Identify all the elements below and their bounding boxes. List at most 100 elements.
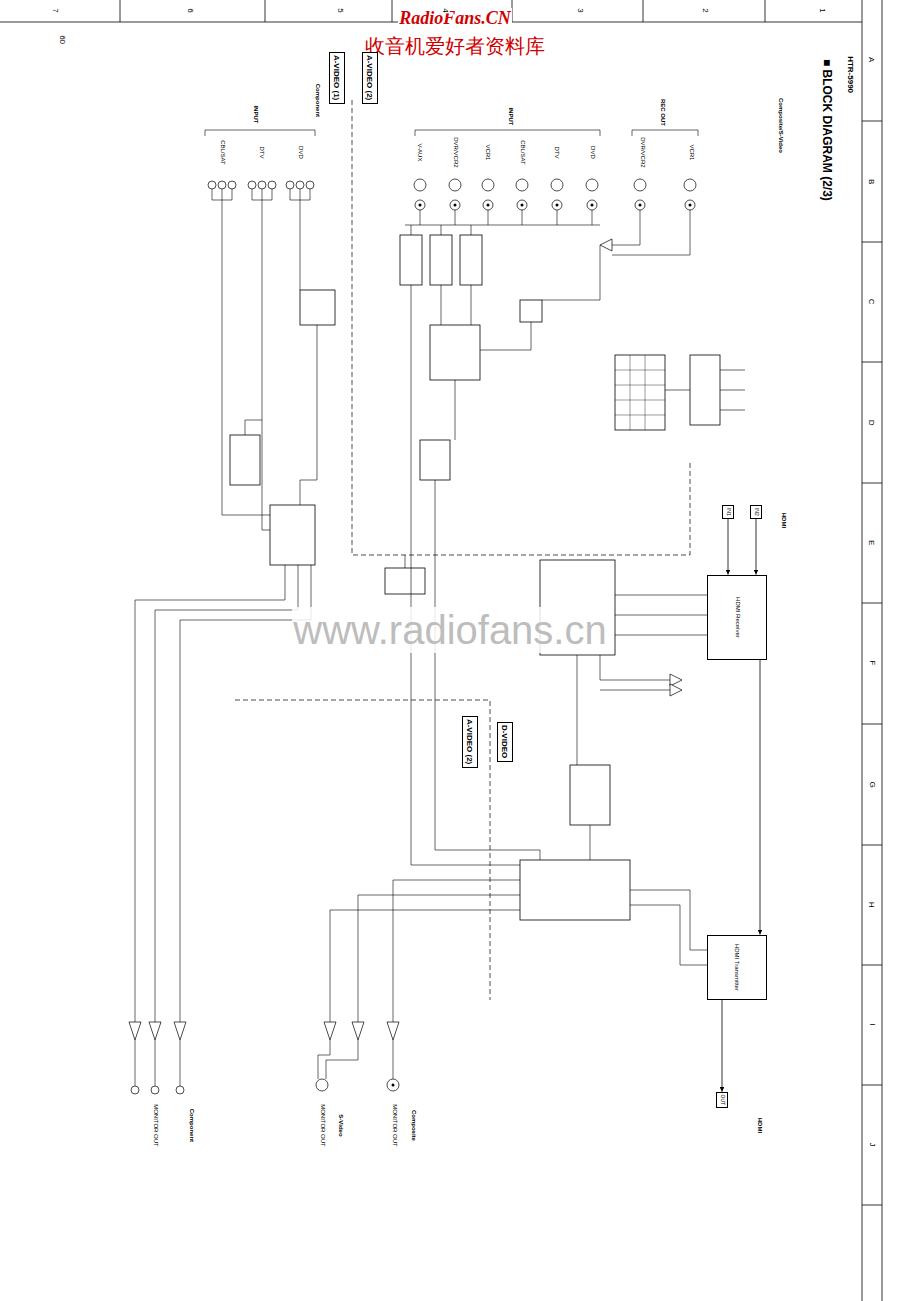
jack-pin [689, 204, 692, 207]
grid-ref: H [867, 901, 876, 909]
jack-symbol [450, 200, 460, 210]
grid-ref: E [867, 539, 876, 546]
grid-ref: G [867, 781, 876, 789]
jack-symbol [286, 181, 294, 189]
grid-ref: 2 [700, 8, 709, 14]
wire [612, 210, 690, 255]
jack-group-label: S-Video [337, 1113, 344, 1137]
jack-symbol [516, 179, 528, 191]
frame-line [862, 1205, 882, 1206]
jack-symbol [685, 200, 695, 210]
jack-symbol [634, 179, 646, 191]
frame-line [643, 0, 644, 22]
section-tag: A-VIDEO (2) [362, 52, 377, 103]
jack-pin [487, 204, 490, 207]
section-tag: D-VIDEO [497, 722, 512, 761]
ic-chip [520, 300, 542, 322]
buffer-amp [149, 1022, 161, 1040]
grid-ref: B [867, 178, 876, 185]
wire [326, 1040, 358, 1079]
frame-line [0, 0, 882, 1301]
wire [441, 225, 442, 235]
wire [318, 1040, 330, 1079]
frame-line [862, 242, 882, 243]
wire [577, 655, 578, 765]
jack-symbol [268, 181, 276, 189]
buffer-amp [387, 1022, 399, 1040]
wire [600, 690, 670, 691]
jack-label: MONITOR OUT [391, 1103, 398, 1148]
hdmi-connector: IN1 [722, 505, 734, 519]
grid-ref: 3 [575, 8, 584, 14]
jack-group-label: Composite [411, 1108, 418, 1141]
jack-symbol [635, 200, 645, 210]
region-border [235, 100, 690, 1000]
wire [310, 189, 311, 200]
ic-chip [300, 290, 335, 325]
ic-chip [270, 505, 315, 565]
wire [615, 595, 707, 596]
jack-symbol [248, 181, 256, 189]
watermark: www.radiofans.cn [292, 607, 607, 653]
jack-symbol [551, 179, 563, 191]
wire [222, 189, 223, 200]
jack-label: VCR1 [485, 143, 492, 161]
jack-symbol [684, 179, 696, 191]
frame-line [882, 0, 883, 1301]
ic-chip [570, 765, 610, 825]
jack-symbol [415, 200, 425, 210]
jack-symbol [517, 200, 527, 210]
jack-group-label: Component [189, 1107, 196, 1142]
jack-label: MONITOR OUT [152, 1103, 159, 1148]
wire [441, 285, 442, 325]
ic-chip [420, 440, 450, 480]
wire [232, 189, 233, 200]
jack-symbol [449, 179, 461, 191]
jack-symbol [482, 179, 494, 191]
wire [630, 890, 707, 950]
wire [480, 322, 531, 350]
jack-group-label: INPUT [508, 106, 515, 126]
wire [612, 210, 640, 245]
grid-ref: 5 [335, 8, 344, 14]
buffer-amp [129, 239, 682, 1040]
box-text: A-VIDEO (2) [365, 55, 374, 100]
wire [330, 910, 520, 1022]
wire [435, 480, 436, 560]
jack-label: DVR/VCR2 [639, 136, 646, 168]
grid-ref: A [867, 56, 876, 63]
grid-ref: 6 [185, 8, 194, 14]
wire [455, 380, 456, 440]
signal-connector [756, 519, 757, 575]
grid-ref: 1 [817, 8, 826, 14]
jack-symbol [414, 179, 426, 191]
wire [393, 880, 520, 1022]
hdmi-receiver-ic: HDMI Receiver [707, 575, 767, 660]
wire [557, 210, 558, 225]
region-border [352, 100, 690, 555]
hdmi-connector: IN2 [750, 505, 762, 519]
jack-pin [419, 204, 422, 207]
wire [411, 285, 412, 560]
section-subtitle: Composite/S-Video [777, 97, 784, 154]
table-grid [615, 400, 665, 401]
ic-chip [690, 355, 720, 425]
jack-symbol [176, 1086, 184, 1094]
ic-chip [400, 235, 422, 285]
region-border [235, 700, 490, 1000]
ic-chip [430, 325, 480, 380]
jack-pin [454, 204, 457, 207]
wire [405, 225, 600, 226]
wire [252, 189, 272, 200]
wire [300, 200, 301, 290]
wire [180, 1040, 181, 1086]
wire [615, 635, 707, 636]
connector-group-label: HDMI [757, 1116, 764, 1133]
ic-chip [230, 435, 260, 485]
wire [135, 565, 285, 1022]
frame-line [862, 724, 882, 725]
jack-label: DVD [297, 145, 304, 160]
wire [600, 655, 670, 680]
buffer-amp [600, 239, 612, 251]
table-grid [630, 355, 631, 430]
